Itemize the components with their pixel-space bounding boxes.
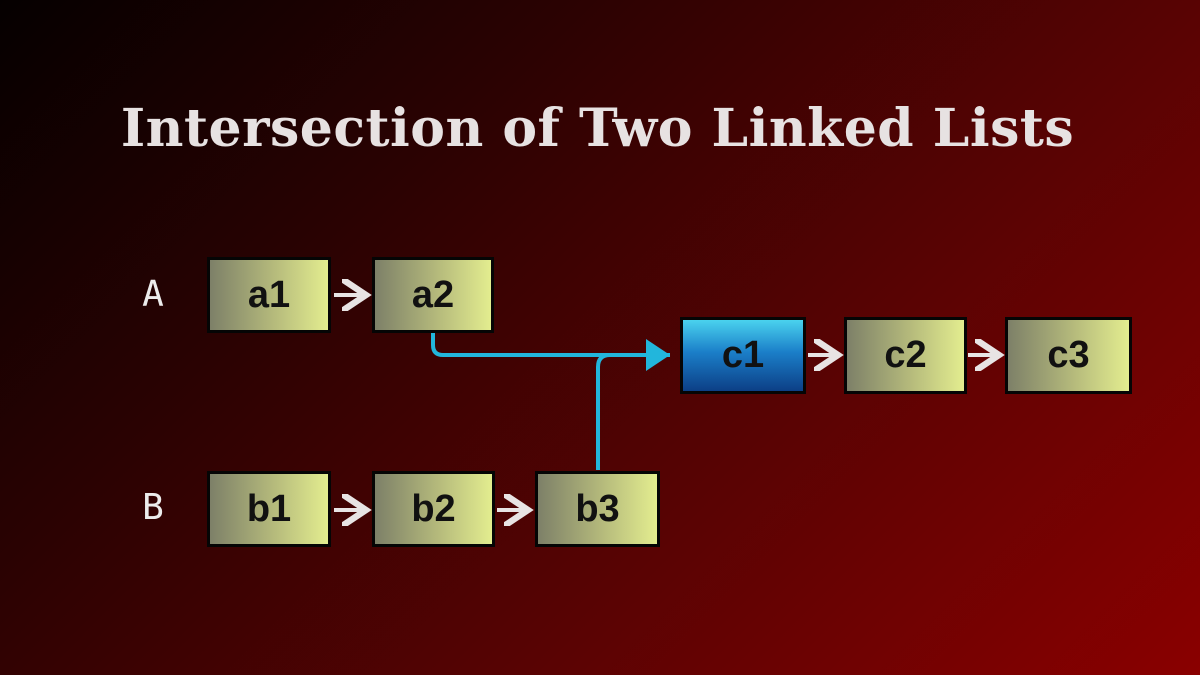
connector-b3-c1 [596,353,611,470]
node-a2: a2 [372,257,494,333]
node-c3: c3 [1005,317,1132,394]
list-b-label: B [142,487,164,528]
connector-a2-c1 [431,333,670,371]
list-a-label: A [142,274,164,315]
node-b1: b1 [207,471,331,547]
node-b2: b2 [372,471,495,547]
node-c1: c1 [680,317,806,394]
diagram-title: Intersection of Two Linked Lists [120,98,1075,159]
node-c2: c2 [844,317,967,394]
node-b3: b3 [535,471,660,547]
node-a1: a1 [207,257,331,333]
